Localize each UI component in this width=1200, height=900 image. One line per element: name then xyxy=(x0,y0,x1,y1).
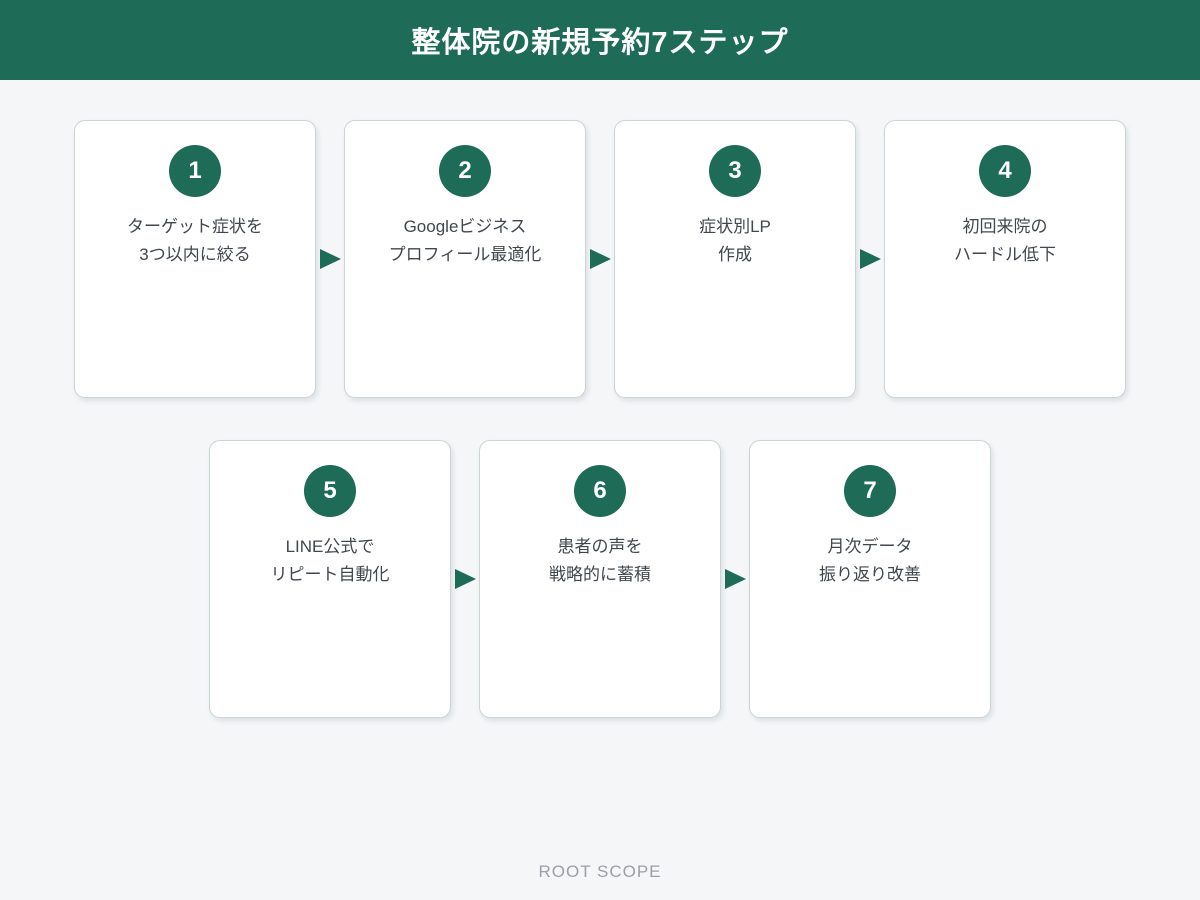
step-label-line: 作成 xyxy=(718,245,752,264)
step-label-1: ターゲット症状を 3つ以内に絞る xyxy=(75,213,315,269)
step-label-6: 患者の声を 戦略的に蓄積 xyxy=(480,533,720,589)
footer: ROOT SCOPE xyxy=(0,862,1200,882)
step-row-2: 5 LINE公式で リピート自動化 6 患者の声を 戦略的に蓄積 7 月次データ… xyxy=(0,440,1200,718)
brand-label: ROOT SCOPE xyxy=(538,862,662,881)
step-label-line: Googleビジネス xyxy=(403,217,527,236)
arrow-slot xyxy=(316,249,344,269)
arrow-right-icon xyxy=(454,569,476,589)
step-label-4: 初回来院の ハードル低下 xyxy=(885,213,1125,269)
step-label-2: Googleビジネス プロフィール最適化 xyxy=(345,213,585,269)
arrow-slot xyxy=(856,249,884,269)
header-banner: 整体院の新規予約7ステップ xyxy=(0,0,1200,80)
step-card-4: 4 初回来院の ハードル低下 xyxy=(884,120,1126,398)
step-label-line: プロフィール最適化 xyxy=(388,245,542,264)
step-label-line: LINE公式で xyxy=(285,537,375,556)
flow-diagram: 1 ターゲット症状を 3つ以内に絞る 2 Googleビジネス プロフィール最適… xyxy=(0,120,1200,718)
step-label-line: リピート自動化 xyxy=(270,565,390,584)
step-number-badge-7: 7 xyxy=(844,465,896,517)
step-label-line: ターゲット症状を xyxy=(127,217,263,236)
step-card-3: 3 症状別LP 作成 xyxy=(614,120,856,398)
step-number-badge-5: 5 xyxy=(304,465,356,517)
step-number-badge-6: 6 xyxy=(574,465,626,517)
step-number-badge-1: 1 xyxy=(169,145,221,197)
arrow-right-icon xyxy=(724,569,746,589)
step-card-7: 7 月次データ 振り返り改善 xyxy=(749,440,991,718)
step-label-7: 月次データ 振り返り改善 xyxy=(750,533,990,589)
arrow-slot xyxy=(586,249,614,269)
step-number-badge-4: 4 xyxy=(979,145,1031,197)
step-card-5: 5 LINE公式で リピート自動化 xyxy=(209,440,451,718)
step-label-line: 戦略的に蓄積 xyxy=(549,565,651,584)
step-label-line: 症状別LP xyxy=(699,217,771,236)
arrow-right-icon xyxy=(589,249,611,269)
step-label-line: ハードル低下 xyxy=(954,245,1056,264)
step-label-line: 3つ以内に絞る xyxy=(139,245,251,264)
arrow-slot xyxy=(451,569,479,589)
page-title: 整体院の新規予約7ステップ xyxy=(411,27,789,59)
step-row-1: 1 ターゲット症状を 3つ以内に絞る 2 Googleビジネス プロフィール最適… xyxy=(0,120,1200,398)
step-number-badge-2: 2 xyxy=(439,145,491,197)
step-label-line: 月次データ xyxy=(827,537,913,556)
step-label-line: 初回来院の xyxy=(962,217,1048,236)
step-card-1: 1 ターゲット症状を 3つ以内に絞る xyxy=(74,120,316,398)
step-label-3: 症状別LP 作成 xyxy=(615,213,855,269)
step-number-badge-3: 3 xyxy=(709,145,761,197)
arrow-slot xyxy=(721,569,749,589)
arrow-right-icon xyxy=(319,249,341,269)
step-card-2: 2 Googleビジネス プロフィール最適化 xyxy=(344,120,586,398)
step-label-line: 患者の声を xyxy=(557,537,643,556)
arrow-right-icon xyxy=(859,249,881,269)
step-label-5: LINE公式で リピート自動化 xyxy=(210,533,450,589)
step-label-line: 振り返り改善 xyxy=(819,565,921,584)
step-card-6: 6 患者の声を 戦略的に蓄積 xyxy=(479,440,721,718)
